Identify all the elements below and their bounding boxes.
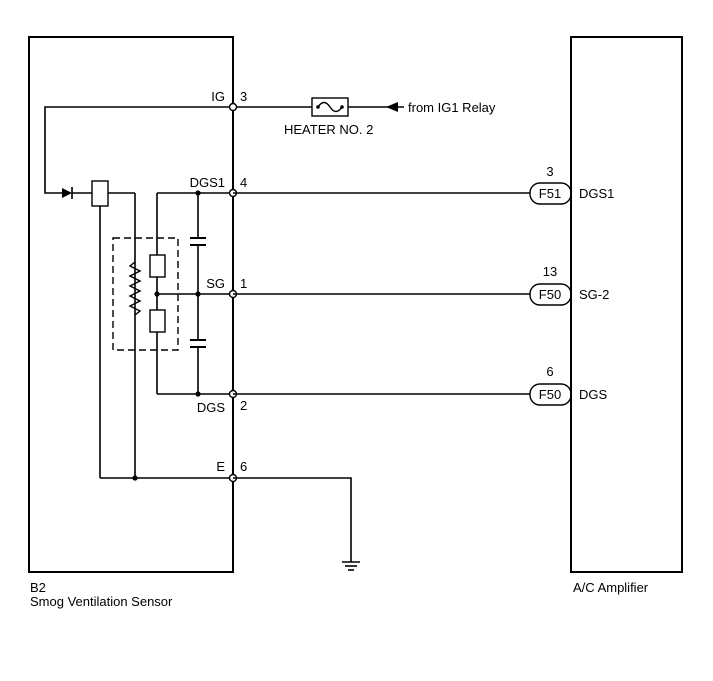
connector-f50-dgs	[529, 383, 572, 406]
amplifier-box	[570, 36, 683, 573]
diode-icon	[62, 187, 73, 199]
pin-name-dgs: DGS	[197, 400, 226, 415]
relay-arrow-icon	[386, 102, 398, 112]
amp-pin-number-3: 6	[546, 364, 553, 379]
fuse-symbol	[311, 97, 349, 117]
pin-name-dgs1: DGS1	[190, 175, 225, 190]
pin-name-ig: IG	[211, 89, 225, 104]
connector-f50-sg	[529, 283, 572, 306]
amp-pin-number-2: 13	[543, 264, 557, 279]
junction-dot	[154, 291, 160, 297]
relay-source-label: from IG1 Relay	[408, 100, 496, 115]
connector-label-1: F51	[539, 186, 561, 201]
pin-number-sg: 1	[240, 276, 247, 291]
sensor-box	[28, 36, 234, 573]
junction-dot	[132, 475, 138, 481]
ground-icon	[342, 561, 360, 571]
ground-wire	[233, 477, 352, 562]
sensor-name-label: Smog Ventilation Sensor	[30, 594, 173, 609]
pin-number-dgs1: 4	[240, 175, 247, 190]
junction-dot	[195, 190, 201, 196]
amp-pin-name-2: SG-2	[579, 287, 609, 302]
sensor-id-label: B2	[30, 580, 46, 595]
pin-name-e: E	[216, 459, 225, 474]
pin-number-dgs: 2	[240, 398, 247, 413]
junction-dot	[195, 291, 201, 297]
amp-pin-name-3: DGS	[579, 387, 608, 402]
amp-pin-name-1: DGS1	[579, 186, 614, 201]
terminal-ig	[228, 102, 238, 112]
resistor-upper	[149, 254, 166, 278]
connector-label-3: F50	[539, 387, 561, 402]
ig-internal-wire	[44, 106, 233, 194]
fuse-label: HEATER NO. 2	[284, 122, 373, 137]
heater-element	[91, 180, 109, 207]
resistor-lower	[149, 309, 166, 333]
amplifier-name-label: A/C Amplifier	[573, 580, 649, 595]
pin-name-sg: SG	[206, 276, 225, 291]
pin-number-ig: 3	[240, 89, 247, 104]
junction-dot	[195, 391, 201, 397]
connector-label-2: F50	[539, 287, 561, 302]
pin-number-e: 6	[240, 459, 247, 474]
variable-resistor	[128, 261, 142, 316]
amp-pin-number-1: 3	[546, 164, 553, 179]
connector-f51	[529, 182, 572, 205]
